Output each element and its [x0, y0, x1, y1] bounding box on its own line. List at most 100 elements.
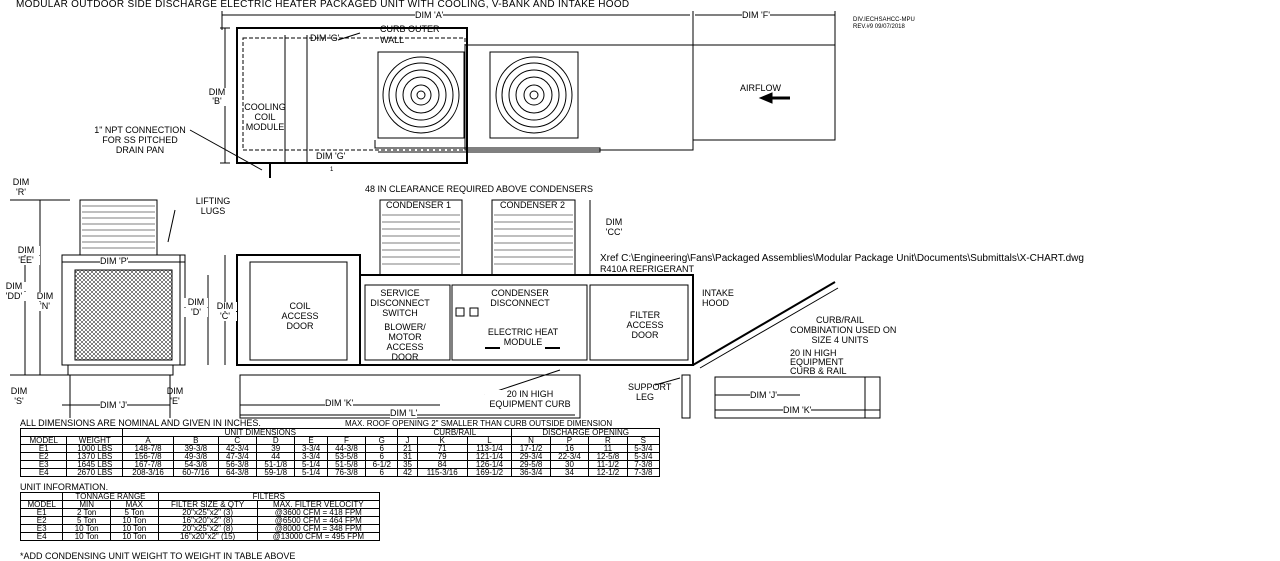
- dim-e-label-2: 'E': [170, 396, 180, 406]
- group-header: CURB/RAIL: [397, 428, 513, 437]
- coil-door-label-2: ACCESS: [281, 311, 319, 321]
- dim-dd-label-1: DIM: [0, 282, 28, 291]
- dim-a-label: DIM 'A': [415, 10, 444, 20]
- table-cell: 10 Ton: [62, 532, 111, 541]
- table-cell: 42: [397, 468, 418, 477]
- dim-l-label: DIM 'L': [390, 408, 418, 418]
- cooling-coil-label-3: MODULE: [245, 122, 285, 132]
- curb-rail-note-3: SIZE 4 UNITS: [811, 335, 869, 345]
- dim-s-label-2: 'S': [14, 396, 24, 406]
- drain-label-2: FOR SS PITCHED: [102, 135, 178, 145]
- support-leg-label-1: SUPPORT: [628, 382, 672, 392]
- drain-label-1: 1" NPT CONNECTION: [94, 125, 186, 135]
- dim-b-label-1: DIM: [205, 88, 229, 97]
- service-disconnect-label-1: SERVICE: [380, 288, 420, 298]
- dimensions-table: UNIT DIMENSIONS CURB/RAIL DISCHARGE OPEN…: [19, 428, 661, 477]
- weight-footnote: *ADD CONDENSING UNIT WEIGHT TO WEIGHT IN…: [20, 551, 296, 561]
- dim-g-bottom-label: DIM 'G': [316, 151, 346, 161]
- table-cell: 10 Ton: [109, 532, 159, 541]
- elevation-view: [207, 199, 839, 419]
- table-cell: 16"x20"x2" (15): [157, 532, 258, 541]
- dim-n-label-1: DIM: [32, 292, 58, 301]
- table-cell: 169-1/2: [466, 468, 513, 477]
- lifting-lugs-label-1: LIFTING: [195, 196, 231, 206]
- dim-cc-label-1: DIM: [605, 217, 623, 227]
- dim-j-label: DIM 'J': [100, 400, 127, 410]
- condenser-1-label: CONDENSER 1: [386, 200, 452, 210]
- service-disconnect-label-2: DISCONNECT: [370, 298, 430, 308]
- group-header: FILTERS: [157, 492, 381, 501]
- section-mark: 1: [330, 167, 334, 173]
- electric-heat-label-2: MODULE: [503, 337, 543, 347]
- dim-c-label-1: DIM: [213, 302, 237, 311]
- dim-b-label-2: 'B': [205, 97, 229, 106]
- airflow-label: AIRFLOW: [740, 83, 782, 93]
- dim-n-label-2: 'N': [32, 302, 58, 311]
- curb-label-1: 20 IN HIGH: [485, 390, 575, 399]
- refrigerant-label: R410A REFRIGERANT: [600, 264, 695, 274]
- coil-door-label-3: DOOR: [286, 321, 314, 331]
- curb-rail-note-1: CURB/RAIL: [815, 315, 864, 325]
- dim-ee-label-1: DIM: [12, 246, 40, 255]
- dim-c-label-2: 'C': [213, 312, 237, 321]
- condenser-disconnect-label-2: DISCONNECT: [490, 298, 550, 308]
- plan-view: [189, 11, 836, 178]
- drain-label-3: DRAIN PAN: [115, 145, 165, 155]
- detail-dim-j-label: DIM 'J': [750, 390, 777, 400]
- table-cell: 64-3/8: [217, 468, 258, 477]
- blower-door-label-4: DOOR: [391, 352, 419, 362]
- curb-rail-label-2: EQUIPMENT: [790, 357, 844, 367]
- dim-dd-label-2: 'DD': [0, 292, 28, 301]
- dim-f-label: DIM 'F': [742, 10, 770, 20]
- dim-k-label: DIM 'K': [325, 398, 354, 408]
- dimensions-note: ALL DIMENSIONS ARE NOMINAL AND GIVEN IN …: [20, 418, 261, 428]
- coil-door-label-1: COIL: [289, 301, 311, 311]
- curb-outer-wall-label-1: CURB OUTER: [380, 24, 440, 34]
- table-cell: 34: [549, 468, 590, 477]
- dim-ee-label-2: 'EE': [12, 256, 40, 265]
- unit-info-caption: UNIT INFORMATION.: [20, 482, 109, 492]
- table-cell: 76-3/8: [326, 468, 367, 477]
- filter-door-label-1: FILTER: [629, 310, 661, 320]
- dim-cc-label-2: 'CC': [605, 227, 623, 237]
- cooling-coil-label-2: COIL: [254, 112, 276, 122]
- table-cell: 59-1/8: [256, 468, 296, 477]
- blower-door-label-1: BLOWER/: [384, 322, 426, 332]
- curb-rail-label-1: 20 IN HIGH: [790, 348, 837, 358]
- curb-label-2: EQUIPMENT CURB: [485, 400, 575, 409]
- group-header: TONNAGE RANGE: [62, 492, 159, 501]
- support-leg-label-2: LEG: [636, 392, 655, 402]
- dim-p-label: DIM 'P': [100, 256, 129, 266]
- table-cell: 2670 LBS: [66, 468, 124, 477]
- filter-door-label-2: ACCESS: [626, 320, 664, 330]
- condenser-disconnect-label-1: CONDENSER: [491, 288, 549, 298]
- curb-rail-label-3: CURB & RAIL: [790, 366, 847, 376]
- table-cell: 12-1/2: [588, 468, 628, 477]
- dim-g-top-label: DIM 'G': [310, 33, 340, 43]
- blower-door-label-3: ACCESS: [386, 342, 424, 352]
- end-view: [10, 199, 186, 418]
- group-header: UNIT DIMENSIONS: [122, 428, 399, 437]
- curb-outer-wall-label-2: WALL: [380, 35, 405, 45]
- dim-d-label-1: DIM: [184, 298, 208, 307]
- condenser-2-label: CONDENSER 2: [500, 200, 566, 210]
- table-cell: @13000 CFM = 495 FPM: [256, 532, 381, 541]
- filter-door-label-3: DOOR: [631, 330, 659, 340]
- table-cell: 60-7/16: [172, 468, 219, 477]
- table-cell: E4: [19, 532, 64, 541]
- dim-d-label-2: 'D': [184, 308, 208, 317]
- intake-hood-label-1: INTAKE: [702, 288, 734, 298]
- cooling-coil-label-1: COOLING: [244, 102, 286, 112]
- table-cell: 7-3/8: [626, 468, 661, 477]
- roof-opening-note: MAX. ROOF OPENING 2" SMALLER THAN CURB O…: [345, 419, 613, 428]
- curb-rail-note-2: COMBINATION USED ON: [790, 325, 897, 335]
- table-cell: 5-1/4: [294, 468, 328, 477]
- blower-door-label-2: MOTOR: [388, 332, 422, 342]
- detail-dim-k-label: DIM 'K': [783, 405, 812, 415]
- dim-s-label-1: DIM: [10, 386, 28, 396]
- group-header: DISCHARGE OPENING: [511, 428, 660, 437]
